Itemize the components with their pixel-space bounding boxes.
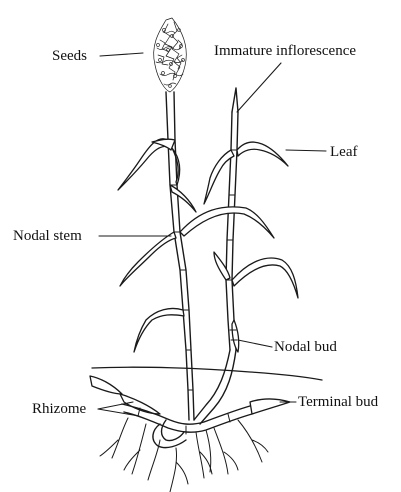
label-seeds: Seeds: [52, 49, 87, 64]
roots: [100, 418, 268, 492]
plant-illustration: [90, 18, 326, 492]
leaves: [118, 139, 298, 352]
label-nodal-stem: Nodal stem: [13, 229, 82, 244]
label-nodal-bud: Nodal bud: [274, 340, 337, 355]
soil-line: [92, 367, 322, 380]
seed-head: [154, 18, 187, 92]
label-rhizome: Rhizome: [32, 402, 86, 417]
label-immature-inflorescence: Immature inflorescence: [214, 44, 356, 59]
label-terminal-bud: Terminal bud: [298, 395, 378, 410]
nodal-bud: [230, 320, 239, 352]
leader-lines: [98, 53, 326, 416]
label-leaf: Leaf: [330, 145, 357, 160]
